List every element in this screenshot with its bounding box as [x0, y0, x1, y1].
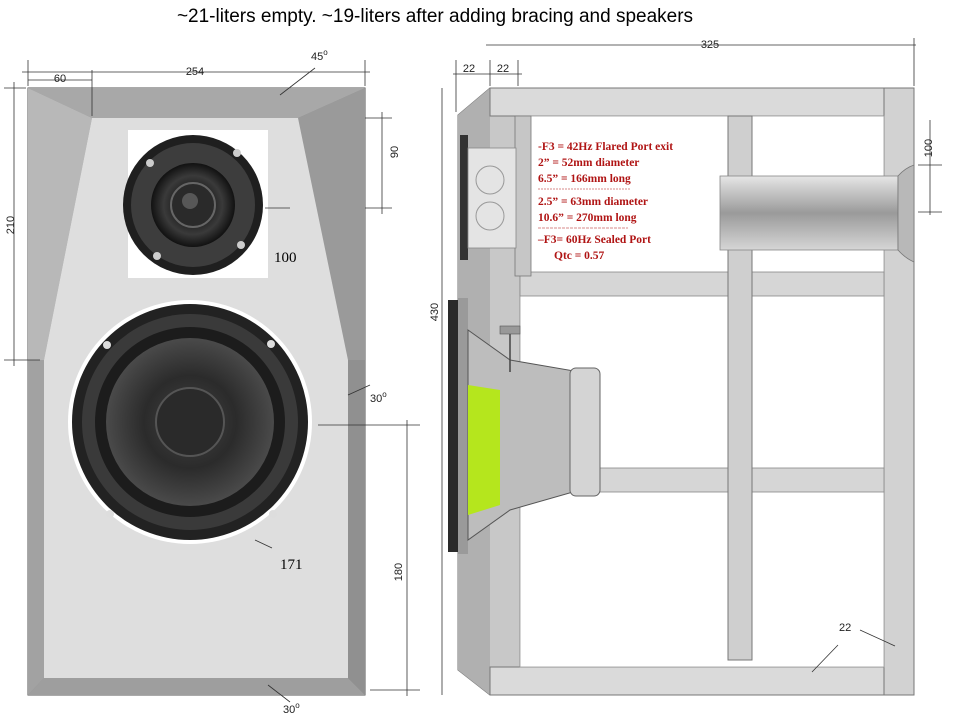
dim-angle-bottom: 30o — [283, 701, 300, 716]
screw-icon — [153, 252, 161, 260]
front-dimension-lines — [4, 60, 420, 703]
dim-woofer: 171 — [280, 557, 303, 573]
woofer-side — [448, 298, 601, 554]
dim-port-size: 100 — [923, 139, 935, 157]
dim-bottom-wall: 22 — [839, 622, 851, 634]
front-lower-left-edge — [28, 360, 44, 695]
dim-wall-a: 22 — [463, 63, 475, 75]
front-bottom-bevel — [28, 678, 365, 695]
shelf-brace-upper — [519, 271, 885, 297]
tweeter-side — [460, 135, 517, 260]
dim-lower-height: 180 — [393, 563, 405, 581]
note-line-7: Qtc = 0.57 — [554, 250, 605, 262]
dim-upper-inset: 90 — [389, 146, 401, 158]
screw-icon — [267, 340, 275, 348]
tweeter-chamber — [514, 115, 532, 277]
diagram-title: ~21-liters empty. ~19-liters after addin… — [176, 6, 694, 27]
front-view: 60 254 45o 210 90 100 30o 171 180 30o — [4, 48, 420, 716]
screw-icon — [233, 149, 241, 157]
front-top-bevel — [28, 88, 365, 118]
dim-angle-top: 45o — [311, 48, 328, 63]
tweeter — [123, 130, 268, 278]
dim-upper-height: 210 — [5, 216, 17, 234]
dim-tweeter: 100 — [274, 250, 297, 266]
note-line-5: 10.6” = 270mm long — [538, 212, 637, 224]
note-line-4: 2.5” = 63mm diameter — [538, 196, 648, 208]
front-right-bevel — [298, 88, 365, 360]
screw-icon — [106, 510, 114, 518]
dim-wall-b: 22 — [497, 63, 509, 75]
note-line-6: –F3= 60Hz Sealed Port — [537, 234, 651, 246]
note-line-2: 2” = 52mm diameter — [538, 157, 639, 169]
port-tube — [719, 175, 899, 251]
dim-angle-side: 30o — [370, 390, 387, 405]
woofer — [68, 300, 312, 544]
screw-icon — [146, 159, 154, 167]
side-bottom-wall — [489, 666, 915, 696]
tuning-notes: -F3 = 42Hz Flared Port exit 2” = 52mm di… — [537, 141, 673, 262]
side-view: -F3 = 42Hz Flared Port exit 2” = 52mm di… — [429, 38, 942, 696]
dim-side-depth: 325 — [701, 39, 719, 51]
side-top-wall — [489, 87, 915, 117]
screw-icon — [237, 241, 245, 249]
screw-icon — [269, 510, 277, 518]
port-flare — [897, 164, 915, 263]
dim-front-width: 254 — [186, 66, 204, 78]
magnet-icon — [468, 385, 500, 515]
side-dimension-lines — [441, 38, 942, 695]
front-left-bevel — [28, 88, 92, 360]
dim-side-height: 430 — [429, 303, 441, 321]
front-lower-right-edge — [348, 360, 365, 695]
screw-icon — [103, 341, 111, 349]
note-line-3: 6.5” = 166mm long — [538, 173, 631, 185]
dim-top-offset: 60 — [54, 73, 66, 85]
note-line-1: -F3 = 42Hz Flared Port exit — [538, 141, 673, 153]
